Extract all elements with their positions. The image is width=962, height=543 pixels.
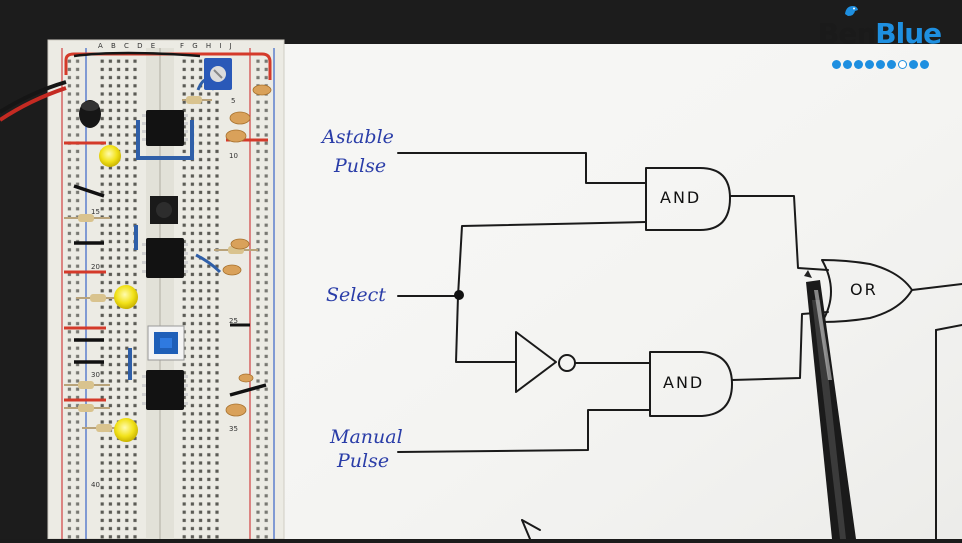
row-number: 35 (229, 426, 238, 433)
logo-wordmark: BenBlue (818, 20, 941, 48)
gate-and-top-label: AND (660, 190, 701, 206)
label-astable: Astable (322, 128, 394, 147)
row-number: 10 (229, 153, 238, 160)
label-manual: Manual (330, 428, 403, 447)
row-number: 40 (91, 482, 100, 489)
benblue-logo: BenBlue (818, 16, 950, 68)
row-number: 30 (91, 372, 100, 379)
row-number: 20 (91, 264, 100, 271)
label-manual-pulse: Pulse (337, 452, 389, 471)
row-number: 25 (229, 318, 238, 325)
gate-or-label: OR (850, 282, 878, 298)
breadboard-columns-right: F G H I J (180, 43, 235, 50)
row-number: 15 (91, 209, 100, 216)
gate-and-bottom-label: AND (663, 375, 704, 391)
logo-dots (832, 54, 931, 64)
breadboard-columns-left: A B C D E (98, 43, 158, 50)
row-number: 5 (231, 98, 235, 105)
label-astable-pulse: Pulse (334, 157, 386, 176)
label-select: Select (326, 286, 386, 305)
junction-dot (454, 290, 464, 300)
